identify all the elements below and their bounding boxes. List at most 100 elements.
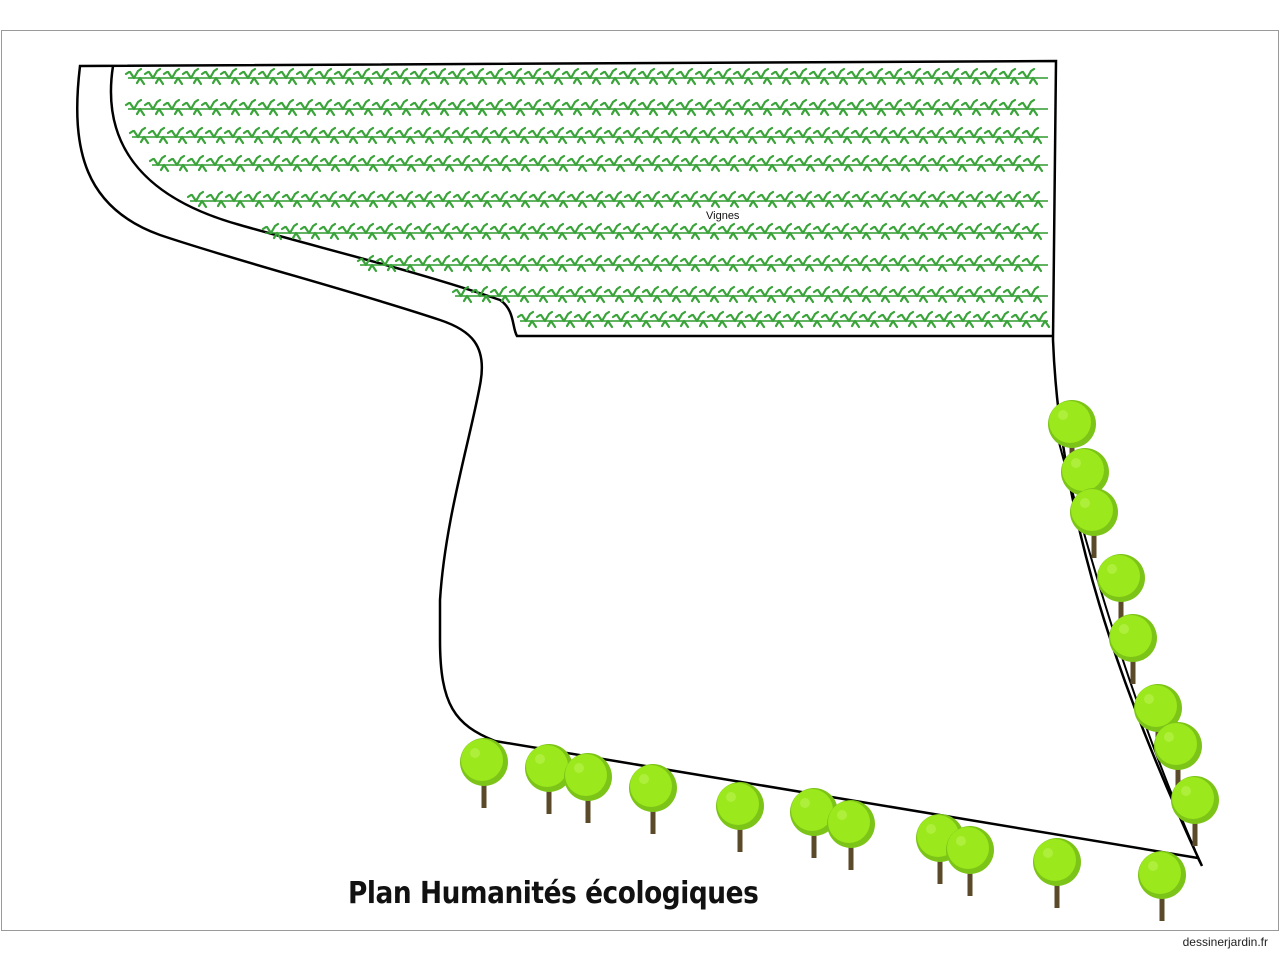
vine-plant-icon (983, 126, 1005, 145)
vine-plant-icon (850, 222, 872, 241)
vine-plant-icon (744, 310, 766, 329)
tree-icon (1048, 400, 1096, 470)
vine-plant-icon (846, 67, 868, 86)
vine-plant-icon (877, 310, 899, 329)
vine-plant-icon (903, 67, 925, 86)
vine-plant-icon (832, 154, 854, 173)
vine-plant-icon (1022, 154, 1044, 173)
vine-plant-icon (611, 310, 633, 329)
vine-plant-icon (262, 154, 284, 173)
vine-plant-icon (508, 126, 530, 145)
vine-plant-icon (965, 154, 987, 173)
vine-plant-icon (770, 98, 792, 117)
vine-plant-icon (528, 154, 550, 173)
vine-plant-icon (945, 126, 967, 145)
vine-plant-icon (641, 126, 663, 145)
vine-plant-icon (622, 126, 644, 145)
vine-plant-icon (413, 126, 435, 145)
vine-plant-icon (584, 126, 606, 145)
vine-plant-icon (699, 190, 721, 209)
vine-plant-icon (276, 67, 298, 86)
vine-plant-icon (808, 98, 830, 117)
vine-plant-icon (376, 154, 398, 173)
vine-plant-icon (319, 190, 341, 209)
vine-plant-icon (376, 190, 398, 209)
vine-plant-icon (782, 310, 804, 329)
vine-plant-icon (375, 126, 397, 145)
vine-plant-icon (1021, 222, 1043, 241)
vine-plant-icon (888, 126, 910, 145)
vine-plant-icon (242, 126, 264, 145)
vine-plant-icon (831, 254, 853, 273)
vine-plant-icon (675, 98, 697, 117)
vine-plant-icon (622, 285, 644, 304)
vine-plant-icon (1002, 222, 1024, 241)
vine-plant-icon (546, 254, 568, 273)
vine-plant-icon (983, 222, 1005, 241)
vine-plant-icon (718, 154, 740, 173)
vine-plant-icon (972, 310, 994, 329)
vine-plant-icon (618, 98, 640, 117)
vine-plant-icon (831, 285, 853, 304)
vine-plant-icon (751, 98, 773, 117)
vine-plant-icon (413, 254, 435, 273)
vine-plant-icon (698, 254, 720, 273)
vine-plant-icon (656, 67, 678, 86)
vine-plant-icon (542, 98, 564, 117)
vine-plant-icon (698, 126, 720, 145)
vine-plant-icon (409, 98, 431, 117)
vine-plant-icon (375, 222, 397, 241)
vine-plant-icon (223, 126, 245, 145)
vine-plant-icon (433, 154, 455, 173)
vine-plant-icon (546, 285, 568, 304)
vine-plant-icon (945, 254, 967, 273)
vine-plant-icon (927, 190, 949, 209)
vine-plant-icon (547, 154, 569, 173)
vine-plant-icon (812, 126, 834, 145)
vine-plant-icon (660, 254, 682, 273)
vine-row (128, 126, 1048, 145)
vine-plant-icon (592, 310, 614, 329)
vine-plant-icon (527, 126, 549, 145)
vine-plant-icon (774, 126, 796, 145)
vine-plant-icon (1021, 254, 1043, 273)
vine-plant-icon (794, 190, 816, 209)
vine-plant-icon (774, 222, 796, 241)
vine-plant-icon (793, 254, 815, 273)
vine-plant-icon (927, 154, 949, 173)
vine-plant-icon (680, 154, 702, 173)
vine-plant-icon (736, 126, 758, 145)
vine-plant-icon (428, 98, 450, 117)
vine-plant-icon (964, 126, 986, 145)
vine-plant-icon (1021, 285, 1043, 304)
tree-icon (525, 744, 573, 814)
vine-plant-icon (793, 285, 815, 304)
vine-plant-icon (964, 222, 986, 241)
vine-plant-icon (395, 190, 417, 209)
vine-plant-icon (262, 190, 284, 209)
vine-plant-icon (888, 254, 910, 273)
zone-label-vignes: Vignes (706, 210, 740, 222)
vine-plant-icon (148, 154, 170, 173)
plan-title: Plan Humanités écologiques (348, 876, 759, 911)
vine-plant-icon (300, 154, 322, 173)
tree-icon (1109, 614, 1157, 684)
vine-plant-icon (414, 154, 436, 173)
vine-plant-icon (1017, 98, 1039, 117)
vine-plant-icon (428, 67, 450, 86)
tree-icon (790, 788, 838, 858)
vine-plant-icon (433, 190, 455, 209)
vine-plant-icon (888, 222, 910, 241)
vine-plant-icon (649, 310, 671, 329)
vine-plant-icon (736, 222, 758, 241)
vine-plant-icon (565, 285, 587, 304)
vine-plant-icon (143, 98, 165, 117)
vine-plant-icon (896, 310, 918, 329)
vine-plant-icon (542, 67, 564, 86)
vine-plant-icon (319, 154, 341, 173)
vine-plant-icon (869, 285, 891, 304)
vine-plant-icon (238, 67, 260, 86)
vine-plant-icon (356, 126, 378, 145)
vine-plant-icon (770, 67, 792, 86)
vine-row (124, 98, 1048, 117)
